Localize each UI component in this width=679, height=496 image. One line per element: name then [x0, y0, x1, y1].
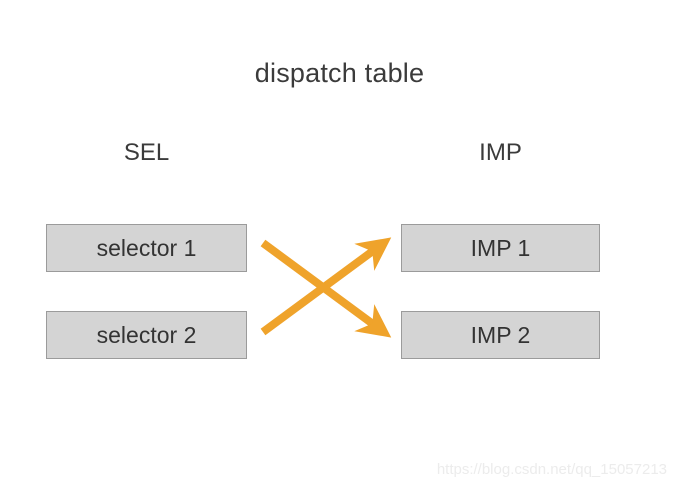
node-imp-2[interactable]: IMP 2: [401, 311, 600, 359]
watermark-text: https://blog.csdn.net/qq_15057213: [436, 461, 667, 478]
arrow-selector-2-to-imp-1: [260, 237, 392, 336]
node-selector-1[interactable]: selector 1: [46, 224, 247, 272]
page-title: dispatch table: [254, 58, 425, 88]
node-selector-2[interactable]: selector 2: [46, 311, 247, 359]
column-header-imp: IMP: [479, 139, 522, 166]
node-imp-1[interactable]: IMP 1: [401, 224, 600, 272]
column-header-sel: SEL: [123, 139, 170, 166]
arrow-selector-1-to-imp-2: [260, 239, 392, 338]
